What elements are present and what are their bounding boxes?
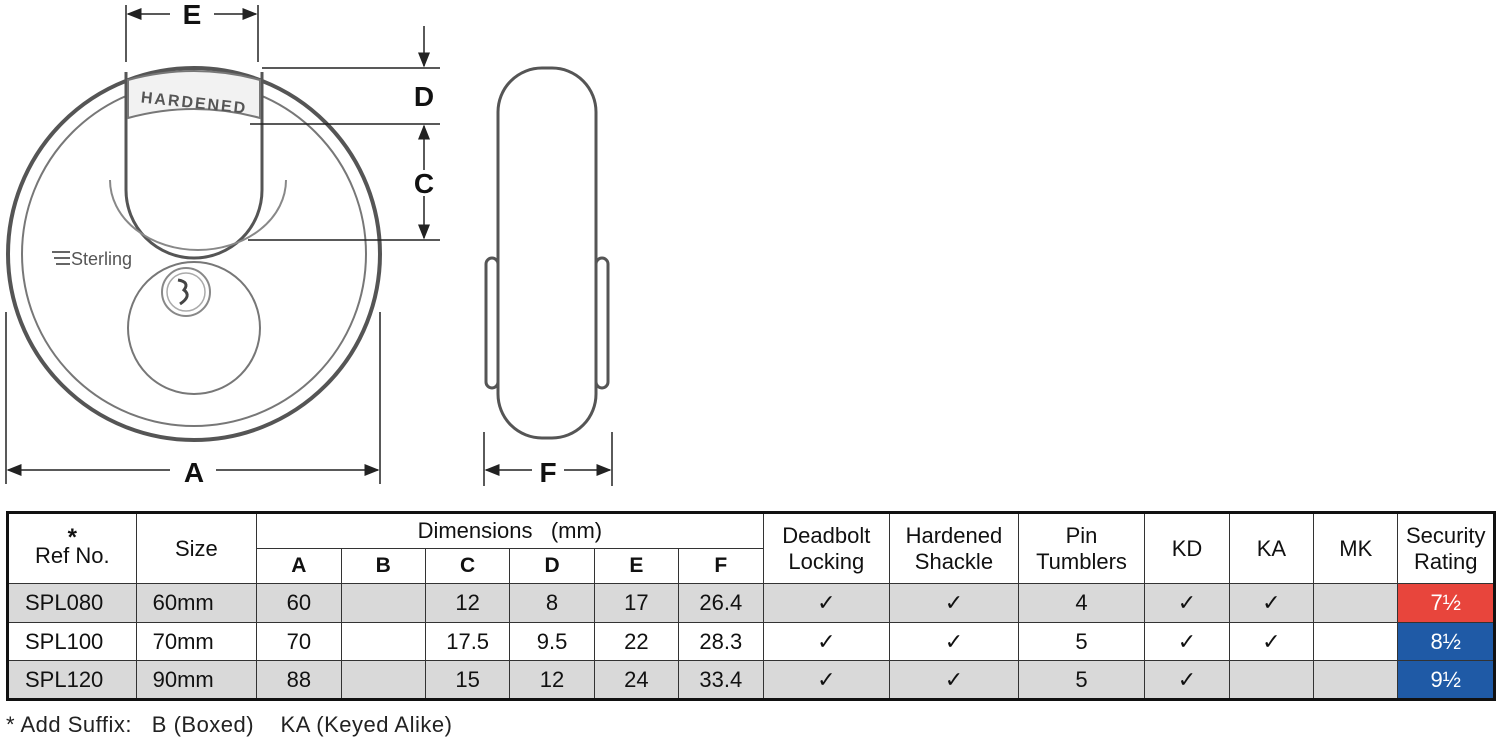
cell-c: 15	[424, 660, 511, 700]
cell-rating: 8½	[1397, 621, 1495, 662]
cell-kd: ✓	[1144, 621, 1230, 662]
cell-b	[340, 621, 426, 662]
cell-d: 8	[509, 583, 595, 623]
dimension-a	[5, 312, 381, 484]
cell-size: 90mm	[135, 660, 258, 700]
dimension-f	[483, 432, 613, 486]
cell-pins: 5	[1017, 621, 1146, 662]
cell-c: 17.5	[424, 621, 511, 662]
ka-header: KA	[1228, 512, 1315, 584]
dimension-d-c	[248, 26, 440, 241]
cell-f: 26.4	[678, 583, 764, 623]
cell-e: 22	[593, 621, 680, 662]
cell-rating: 7½	[1397, 583, 1495, 623]
cell-e: 17	[593, 583, 680, 623]
cell-ref: SPL120	[7, 660, 137, 700]
cell-deadbolt: ✓	[762, 660, 891, 700]
cell-ref: SPL080	[7, 583, 137, 623]
mk-header: MK	[1313, 512, 1399, 584]
dim-col-d: D	[509, 548, 595, 584]
cell-ka: ✓	[1228, 621, 1315, 662]
size-header: Size	[135, 512, 258, 584]
cell-deadbolt: ✓	[762, 583, 891, 623]
svg-text:Sterling: Sterling	[71, 249, 132, 269]
cell-d: 9.5	[509, 621, 595, 662]
ref-header: * Ref No.	[7, 512, 137, 584]
cell-ka: ✓	[1228, 583, 1315, 623]
cell-f: 28.3	[678, 621, 764, 662]
dimensions-header: Dimensions (mm)	[256, 512, 764, 549]
cell-pins: 4	[1017, 583, 1146, 623]
padlock-front-view	[6, 66, 382, 442]
dim-col-b: B	[340, 548, 426, 584]
label-d: D	[414, 81, 434, 112]
cell-ref: SPL100	[7, 621, 137, 662]
cell-ka	[1228, 660, 1315, 700]
cell-f: 33.4	[678, 660, 764, 700]
cell-b	[340, 583, 426, 623]
cell-e: 24	[593, 660, 680, 700]
label-c: C	[414, 168, 434, 199]
label-e: E	[183, 0, 202, 30]
dim-col-f: F	[678, 548, 764, 584]
cell-deadbolt: ✓	[762, 621, 891, 662]
brand-logo: Sterling	[52, 249, 132, 269]
cell-a: 70	[256, 621, 342, 662]
cell-hardened: ✓	[889, 583, 1019, 623]
cell-c: 12	[424, 583, 511, 623]
cell-mk	[1313, 583, 1399, 623]
cell-kd: ✓	[1144, 583, 1230, 623]
cell-size: 60mm	[135, 583, 258, 623]
dim-col-e: E	[593, 548, 680, 584]
cell-b	[340, 660, 426, 700]
cell-size: 70mm	[135, 621, 258, 662]
cell-hardened: ✓	[889, 660, 1019, 700]
cell-rating: 9½	[1397, 660, 1495, 700]
cell-d: 12	[509, 660, 595, 700]
dim-col-a: A	[256, 548, 342, 584]
cell-a: 88	[256, 660, 342, 700]
padlock-side-view	[484, 66, 610, 440]
dimension-e	[125, 5, 259, 62]
cell-a: 60	[256, 583, 342, 623]
cell-hardened: ✓	[889, 621, 1019, 662]
padlock-diagram: HARDENED Sterling E D C A	[5, 0, 613, 488]
cell-pins: 5	[1017, 660, 1146, 700]
footnote: * Add Suffix: B (Boxed) KA (Keyed Alike)	[6, 712, 453, 737]
label-a: A	[184, 457, 204, 488]
cell-kd: ✓	[1144, 660, 1230, 700]
cell-mk	[1313, 621, 1399, 662]
kd-header: KD	[1144, 512, 1230, 584]
cell-mk	[1313, 660, 1399, 700]
label-f: F	[539, 457, 556, 488]
dim-col-c: C	[424, 548, 511, 584]
